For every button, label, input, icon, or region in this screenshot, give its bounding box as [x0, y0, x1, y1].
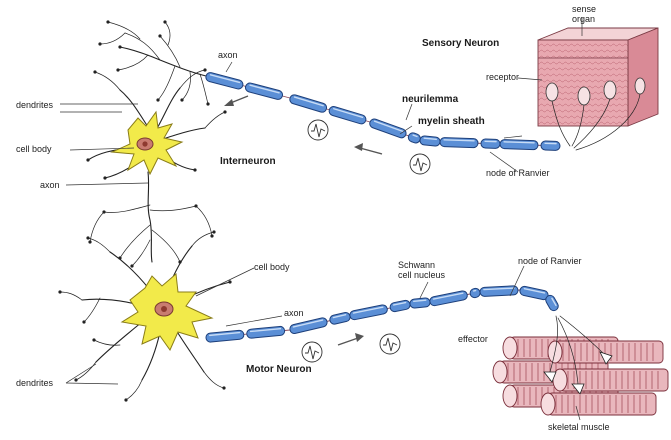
axon-label-mid: axon: [284, 308, 304, 318]
myelin-highlight: [432, 292, 464, 300]
myelin-segment: [205, 329, 245, 343]
myelin-highlight: [443, 139, 475, 142]
cell-body-label-top: cell body: [16, 144, 52, 154]
myelin-segment: [389, 299, 411, 313]
myelin-highlight: [523, 287, 546, 294]
direction-arrow-top-left: [224, 95, 249, 106]
interneuron-axon-terminal-tree: [98, 20, 210, 106]
motor-neuron-axon: [205, 285, 559, 343]
myelin-segment: [419, 135, 441, 147]
receptor-endings: [545, 77, 646, 151]
myelin-highlight: [551, 297, 557, 307]
myelin-segment: [540, 140, 561, 151]
impulse-symbol: [301, 341, 323, 363]
leader-lines: [60, 18, 583, 421]
sense-organ-label-2: organ: [572, 14, 595, 24]
interneuron: [86, 20, 227, 268]
labels: sense organ Sensory Neuron axon receptor…: [16, 4, 610, 432]
axon-label-top: axon: [218, 50, 238, 60]
myelin-segment: [499, 139, 539, 151]
myelin-segment: [480, 138, 501, 149]
myelin-sheath-label: myelin sheath: [418, 116, 485, 127]
muscle-fiber-end: [540, 392, 556, 416]
myelin-highlight: [249, 327, 282, 333]
impulse-symbol: [409, 153, 431, 175]
myelin-segment: [407, 132, 421, 144]
myelin-segment: [246, 325, 286, 339]
effector-label: effector: [458, 334, 488, 344]
interneuron-axon: [147, 171, 153, 263]
myelin-highlight: [412, 134, 418, 138]
interneuron-title: Interneuron: [220, 156, 276, 167]
myelin-highlight: [373, 120, 404, 133]
skeletal-muscle-label: skeletal muscle: [548, 422, 610, 432]
myelin-highlight: [209, 74, 241, 84]
myelin-highlight: [503, 141, 535, 144]
skeletal-muscle: [492, 336, 669, 416]
cell-body-label-mid: cell body: [254, 262, 290, 272]
myelin-highlight: [483, 287, 515, 291]
schwann-label-2: cell nucleus: [398, 270, 446, 280]
motor-nerve-endings: [543, 315, 613, 395]
muscle-fiber-end: [502, 336, 518, 360]
myelin-highlight: [209, 331, 241, 337]
myelin-segment: [469, 287, 481, 299]
myelin-highlight: [352, 306, 384, 314]
myelin-segment: [545, 294, 559, 312]
direction-arrow-bottom: [337, 333, 364, 346]
sensory-neuron-axon: [205, 72, 561, 151]
interneuron-terminal-branches: [88, 204, 214, 268]
myelin-highlight: [413, 299, 427, 303]
impulse-symbol: [307, 119, 329, 141]
motor-neuron: [58, 230, 232, 402]
impulse-symbol: [379, 333, 401, 355]
myelin-highlight: [249, 84, 280, 94]
node-of-ranvier-label-top: node of Ranvier: [486, 168, 550, 178]
myelin-highlight: [293, 96, 324, 107]
myelin-segment: [289, 94, 328, 113]
direction-arrow-top-right: [354, 143, 383, 155]
muscle-fiber-end: [502, 384, 518, 408]
receptor-label: receptor: [486, 72, 519, 82]
myelin-segment: [439, 137, 479, 149]
node-of-ranvier-label-bottom: node of Ranvier: [518, 256, 582, 266]
myelin-highlight: [333, 108, 364, 119]
schwann-label: Schwann: [398, 260, 435, 270]
dendrites-label-bottom: dendrites: [16, 378, 54, 388]
motor-neuron-title: Motor Neuron: [246, 364, 312, 375]
myelin-highlight: [423, 137, 437, 141]
muscle-fiber-end: [492, 360, 508, 384]
myelin-segment: [409, 297, 431, 309]
axon-label-left: axon: [40, 180, 60, 190]
myelin-highlight: [392, 301, 407, 306]
sense-organ: [537, 27, 659, 151]
sense-organ-label: sense: [572, 4, 596, 14]
myelin-segment: [329, 311, 351, 325]
myelin-highlight: [292, 319, 324, 328]
sensory-neuron-title: Sensory Neuron: [422, 38, 499, 49]
myelin-segment: [328, 106, 367, 125]
myelin-highlight: [332, 313, 347, 319]
neurilemma-label: neurilemma: [402, 94, 459, 105]
myelin-segment: [369, 118, 407, 139]
dendrites-label-top: dendrites: [16, 100, 54, 110]
